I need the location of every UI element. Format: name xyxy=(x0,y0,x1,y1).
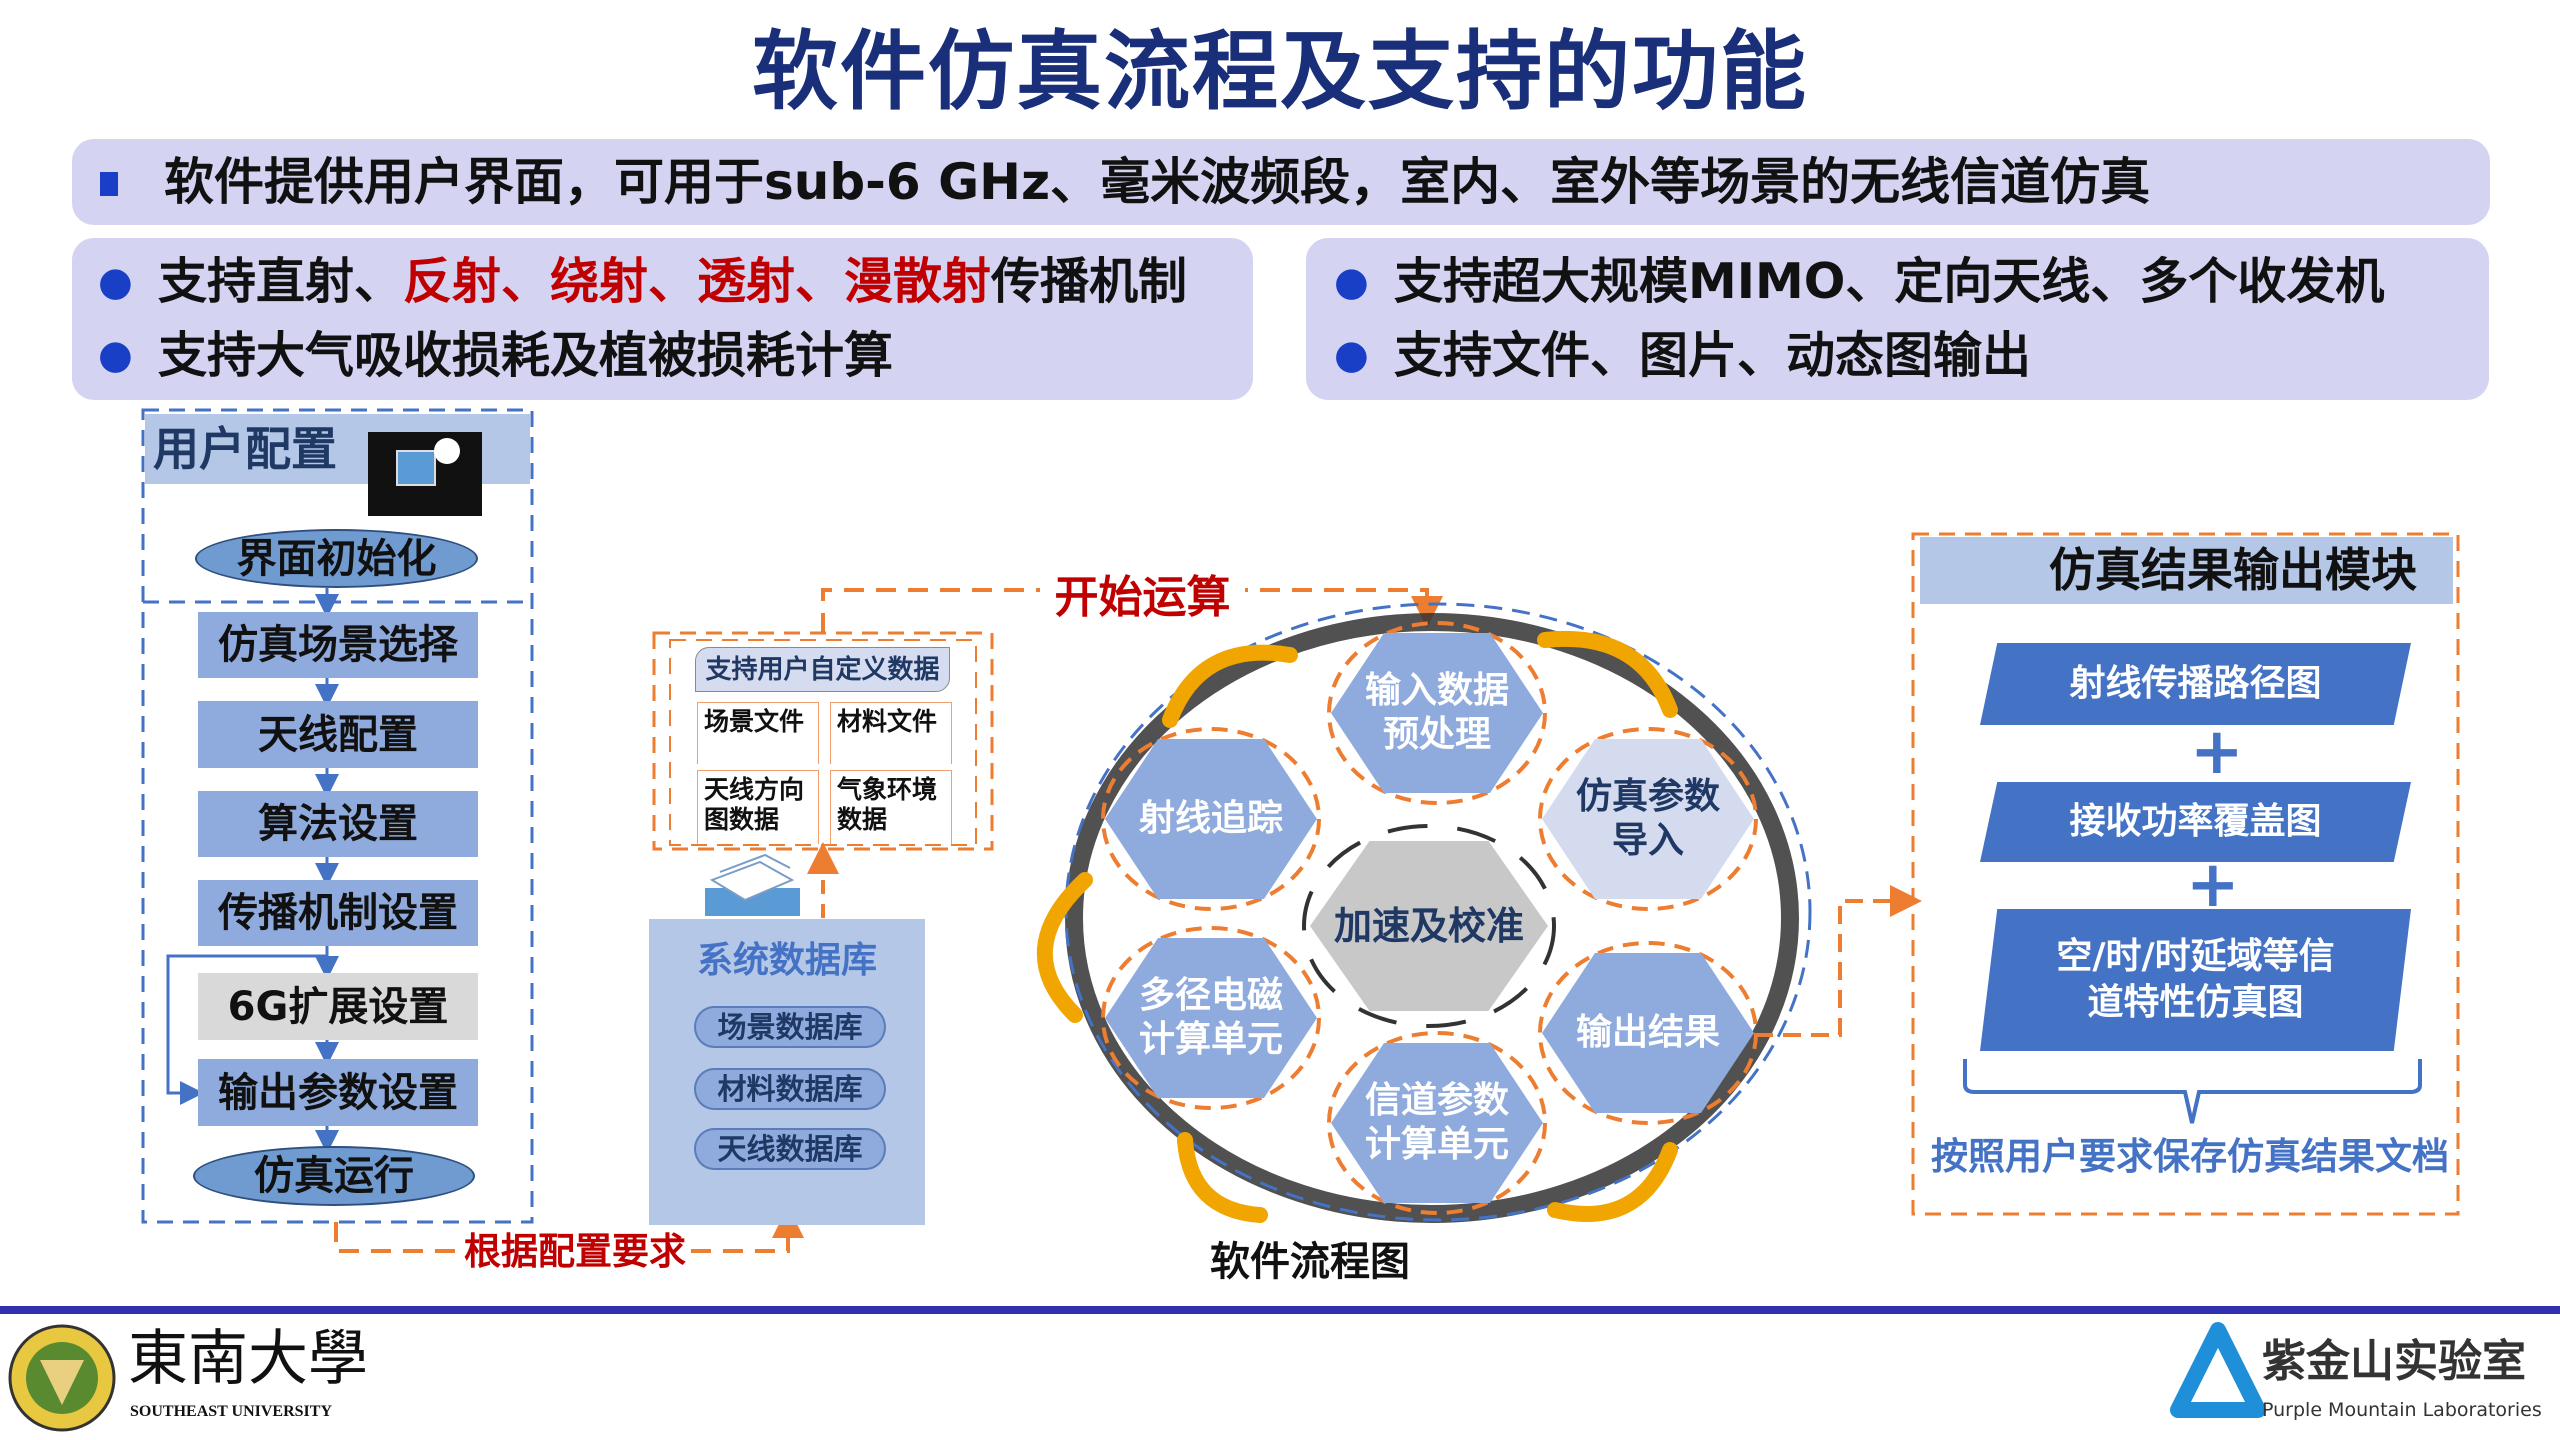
output-label: 空/时/时延域等信道特性仿真图 xyxy=(2056,936,2335,1023)
step-scene-select: 仿真场景选择 xyxy=(198,612,478,678)
user-config-panel-border xyxy=(141,408,534,1224)
output-channel-characteristics: 空/时/时延域等信道特性仿真图 xyxy=(1980,909,2411,1051)
feature-loss: 支持大气吸收损耗及植被损耗计算 xyxy=(158,327,894,384)
system-database-title: 系统数据库 xyxy=(696,940,877,981)
hex-label: 仿真参数导入 xyxy=(1575,776,1720,861)
run-node: 仿真运行 xyxy=(193,1146,475,1206)
hex-label: 输出结果 xyxy=(1575,1012,1720,1053)
output-ray-path-plot: 射线传播路径图 xyxy=(1980,643,2411,725)
output-features-box: ● 支持超大规模MIMO、定向天线、多个收发机 ● 支持文件、图片、动态图输出 xyxy=(1306,238,2489,400)
seu-logo-cn: 東南大學 xyxy=(128,1324,368,1394)
doc-weather-data: 气象环境数据 xyxy=(830,770,952,844)
hex-output-result: 输出结果 xyxy=(1542,953,1754,1113)
bullet-icon: ● xyxy=(98,259,133,305)
doc-antenna-pattern: 天线方向图数据 xyxy=(697,770,819,844)
flowchart-caption: 软件流程图 xyxy=(1210,1239,1410,1285)
feature-propagation: 支持直射、反射、绕射、透射、漫散射传播机制 xyxy=(158,252,1187,312)
db-scene: 场景数据库 xyxy=(694,1006,886,1048)
document-stack-icon xyxy=(705,853,800,916)
init-node: 界面初始化 xyxy=(195,529,478,588)
propagation-features-box: ● 支持直射、反射、绕射、透射、漫散射传播机制 ● 支持大气吸收损耗及植被损耗计… xyxy=(72,238,1253,400)
plus-icon: + xyxy=(2186,848,2240,922)
hex-ray-tracing: 射线追踪 xyxy=(1105,739,1317,899)
step-propagation: 传播机制设置 xyxy=(198,880,478,946)
bullet-icon: ● xyxy=(98,332,133,378)
hex-label: 多径电磁计算单元 xyxy=(1138,975,1283,1060)
output-power-coverage: 接收功率覆盖图 xyxy=(1980,782,2411,862)
bullet-icon: ● xyxy=(1334,332,1369,378)
custom-data-title: 支持用户自定义数据 xyxy=(695,647,950,692)
doc-material-file: 材料文件 xyxy=(830,702,952,764)
doc-scene-file: 场景文件 xyxy=(697,702,819,764)
plus-icon: + xyxy=(2190,715,2244,789)
hex-label: 射线追踪 xyxy=(1138,798,1283,839)
db-antenna: 天线数据库 xyxy=(694,1128,886,1170)
hex-multipath-em: 多径电磁计算单元 xyxy=(1105,938,1317,1098)
start-compute-label: 开始运算 xyxy=(1040,572,1245,624)
hex-label: 输入数据预处理 xyxy=(1364,670,1509,755)
user-computer-icon xyxy=(368,432,482,516)
save-results-note: 按照用户要求保存仿真结果文档 xyxy=(1931,1135,2449,1178)
footer-divider xyxy=(0,1306,2560,1314)
brace-icon xyxy=(1963,1059,2422,1124)
output-module-title: 仿真结果输出模块 xyxy=(2049,543,2417,597)
southeast-university-seal-icon xyxy=(8,1324,116,1432)
seu-logo-en: SOUTHEAST UNIVERSITY xyxy=(130,1403,332,1420)
cycle-arrows-icon xyxy=(1037,630,1678,1223)
purple-mountain-logo-icon xyxy=(2170,1322,2266,1418)
hex-channel-param: 信道参数计算单元 xyxy=(1331,1043,1543,1203)
feature-output: 支持文件、图片、动态图输出 xyxy=(1394,327,2032,384)
db-material: 材料数据库 xyxy=(694,1068,886,1110)
intro-text: 软件提供用户界面，可用于sub-6 GHz、毫米波频段，室内、室外等场景的无线信… xyxy=(164,153,2151,211)
step-output-params: 输出参数设置 xyxy=(198,1059,478,1126)
page-title: 软件仿真流程及支持的功能 xyxy=(752,22,1808,122)
output-module-header: 仿真结果输出模块 xyxy=(1920,537,2453,604)
pml-logo-en: Purple Mountain Laboratories xyxy=(2262,1399,2542,1421)
pml-logo-cn: 紫金山实验室 xyxy=(2262,1336,2526,1387)
feature-text: 支持直射、 xyxy=(158,253,404,310)
feature-mimo: 支持超大规模MIMO、定向天线、多个收发机 xyxy=(1394,253,2385,310)
hex-param-import: 仿真参数导入 xyxy=(1542,739,1754,899)
user-config-title: 用户配置 xyxy=(153,422,337,476)
square-bullet-icon xyxy=(100,172,118,196)
bullet-icon: ● xyxy=(1334,259,1369,305)
intro-banner: 软件提供用户界面，可用于sub-6 GHz、毫米波频段，室内、室外等场景的无线信… xyxy=(72,139,2490,225)
hex-input-preprocess: 输入数据预处理 xyxy=(1331,633,1543,793)
step-algorithm: 算法设置 xyxy=(198,791,478,857)
flow-arrows xyxy=(166,588,339,1154)
feature-highlight: 反射、绕射、透射、漫散射 xyxy=(403,253,992,310)
step-6g-extension: 6G扩展设置 xyxy=(198,973,478,1040)
feature-text: 传播机制 xyxy=(991,253,1188,310)
config-requirement-label: 根据配置要求 xyxy=(460,1230,690,1274)
step-antenna-config: 天线配置 xyxy=(198,701,478,768)
hex-label: 信道参数计算单元 xyxy=(1364,1080,1509,1165)
